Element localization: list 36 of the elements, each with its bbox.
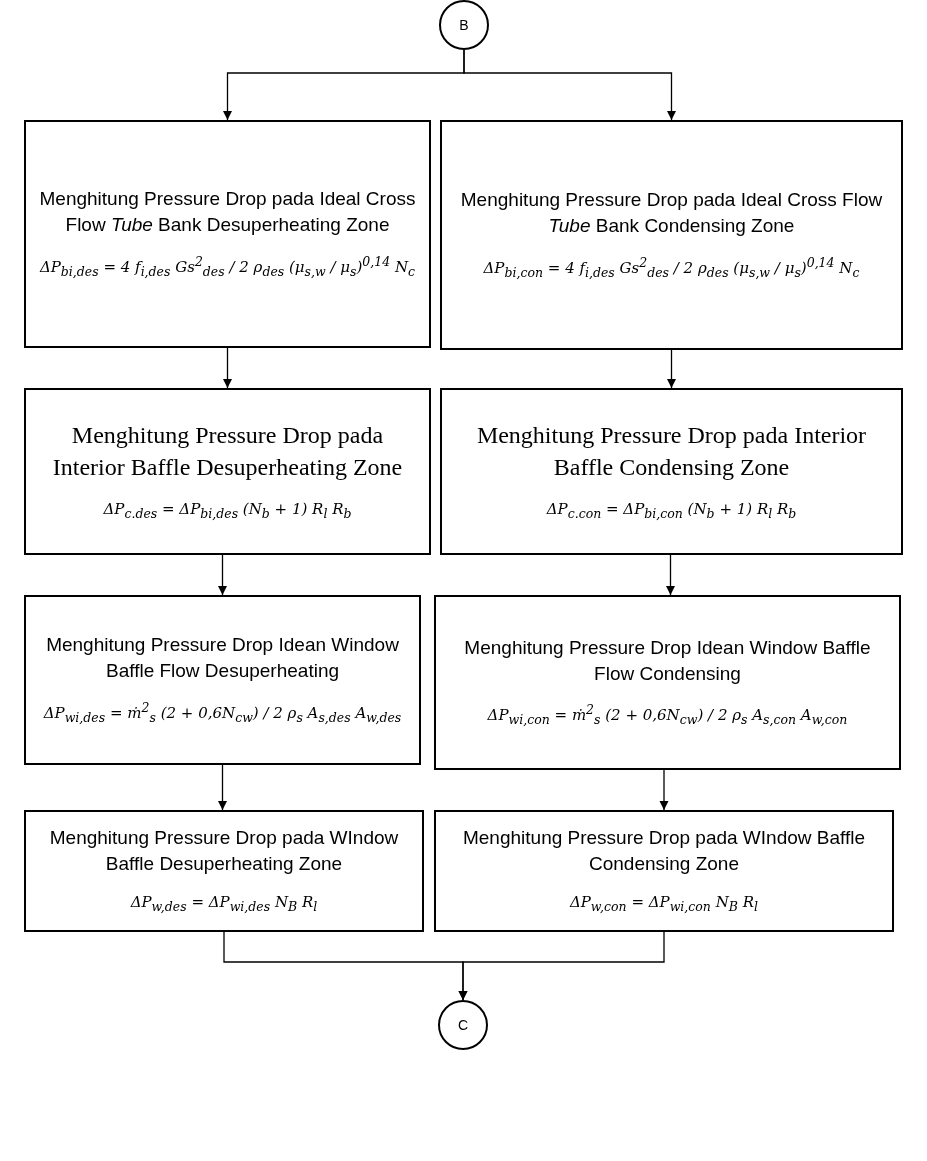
arrow: [665, 554, 676, 596]
formula: ΔP$_{bi,des}$ = 4 f$_{i,des}$ Gs$^{2}$$_{des}$ / 2 ρ$_{des}$ (μ$_{s,w}$ / μ$_{s}$)$^{0,14}$ N$_{c}$: [39, 252, 416, 281]
formula: ΔP$_{wi,des}$ = ṁ$^{2}$$_{s}$ (2 + 0,6N$_{cw}$) / 2 ρ$_{s}$ A$_{s,des}$ A$_{w,des}$: [43, 698, 402, 727]
arrow: [458, 931, 665, 1001]
step-title: Menghitung Pressure Drop pada WIndow Baffle Desuperheating Zone: [48, 825, 400, 876]
arrow: [217, 764, 228, 811]
step-title: Menghitung Pressure Drop pada Interior Baffle Desuperheating Zone: [51, 420, 404, 482]
arrow: [666, 349, 677, 389]
arrow: [463, 49, 677, 121]
process-box: [24, 120, 431, 348]
formula: ΔP$_{w,con}$ = ΔP$_{wi,con}$ N$_{B}$ R$_{l}$: [569, 892, 759, 917]
process-box: [434, 810, 894, 932]
arrow: [217, 554, 228, 596]
step-title: Menghitung Pressure Drop pada Ideal Cross Flow Tube Bank Condensing Zone: [459, 188, 884, 238]
connector-circle: [439, 0, 489, 50]
step-title: Menghitung Pressure Drop pada Ideal Cross Flow Tube Bank Desuperheating Zone: [38, 187, 417, 237]
step-title: Menghitung Pressure Drop pada WIndow Baffle Condensing Zone: [461, 825, 866, 876]
connector-label: C: [457, 1017, 469, 1033]
process-box: [24, 595, 421, 765]
step-title: Menghitung Pressure Drop pada Interior Baffle Condensing Zone: [475, 420, 868, 482]
formula: ΔP$_{bi,con}$ = 4 f$_{i,des}$ Gs$^{2}$$_{des}$ / 2 ρ$_{des}$ (μ$_{s,w}$ / μ$_{s}$)$^{0,14}$ N$_{c}$: [483, 253, 860, 282]
process-box: [434, 595, 901, 770]
arrow: [659, 769, 669, 811]
formula: ΔP$_{wi,con}$ = ṁ$^{2}$$_{s}$ (2 + 0,6N$_{cw}$) / 2 ρ$_{s}$ A$_{s,con}$ A$_{w,con}$: [487, 701, 848, 730]
step-title: Menghitung Pressure Drop Idean Window Baffle Flow Condensing: [463, 635, 872, 686]
connector-circle: [438, 1000, 488, 1050]
step-title: Menghitung Pressure Drop Idean Window Baffle Flow Desuperheating: [45, 633, 400, 683]
process-box: [24, 388, 431, 555]
formula: ΔP$_{w,des}$ = ΔP$_{wi,des}$ N$_{B}$ R$_{l}$: [130, 892, 318, 917]
formula: ΔP$_{c.con}$ = ΔP$_{bi,con}$ (N$_{b}$ + 1) R$_{l}$ R$_{b}$: [546, 499, 797, 524]
process-box: [440, 120, 903, 350]
process-box: [24, 810, 424, 932]
connector-label: B: [459, 17, 469, 33]
process-box: [440, 388, 903, 555]
arrow: [222, 347, 233, 389]
formula: ΔP$_{c.des}$ = ΔP$_{bi,des}$ (N$_{b}$ + 1) R$_{l}$ R$_{b}$: [103, 499, 352, 524]
